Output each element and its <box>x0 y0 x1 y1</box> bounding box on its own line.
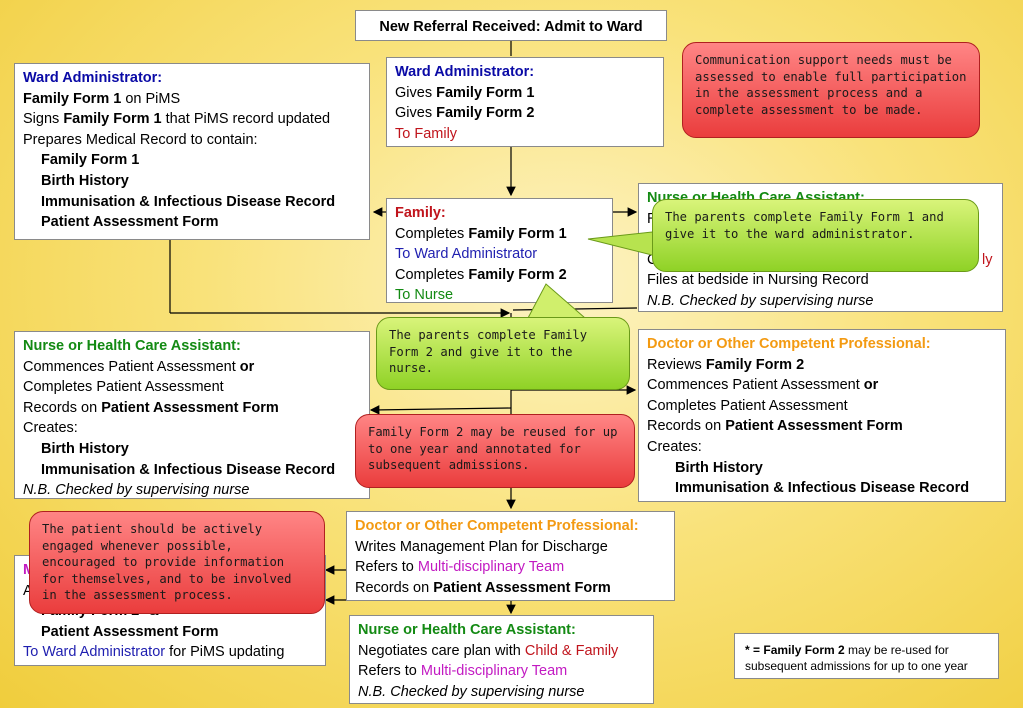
doctor-right-item: Birth History <box>675 459 763 476</box>
ward-admin-left-line1a: Family Form 1 <box>23 90 122 107</box>
nurse-left-line3b: Patient Assessment Form <box>101 399 279 416</box>
family-line4: To Nurse <box>395 287 454 303</box>
nurse-bottom-box: Nurse or Health Care Assistant: Negotiat… <box>349 615 654 704</box>
page-title: New Referral Received: Admit to Ward <box>355 10 667 41</box>
ward-admin-center-line2b: Family Form 2 <box>436 105 535 122</box>
doctor-right-item: Immunisation & Infectious Disease Record <box>675 480 970 497</box>
ward-admin-left-item: Family Form 1 <box>41 152 140 169</box>
ward-admin-left-item: Immunisation & Infectious Disease Record <box>41 193 336 210</box>
doctor-right-line4a: Records on <box>647 418 726 435</box>
family-heading: Family: <box>395 205 446 221</box>
nurse-left-line5: N.B. Checked by supervising nurse <box>23 482 250 499</box>
ward-admin-center-line3: To Family <box>395 125 458 142</box>
doctor-right-heading: Doctor or Other Competent Professional: <box>647 336 931 352</box>
doctor-right-line2a: Commences Patient Assessment <box>647 377 864 394</box>
family-line3b: Family Form 2 <box>468 266 567 283</box>
doctor-right-box: Doctor or Other Competent Professional: … <box>638 329 1006 502</box>
bottom-left-line4a: To Ward Administrator <box>23 644 166 661</box>
doctor-right-line1b: Family Form 2 <box>705 356 805 373</box>
footnote-prefix: * = <box>745 643 764 657</box>
ward-admin-center-line2a: Gives <box>395 105 437 122</box>
nurse-bottom-line2a: Refers to <box>358 663 421 680</box>
nurse-bottom-line3: N.B. Checked by supervising nurse <box>358 683 585 700</box>
nurse-bottom-line1b: Child & Family <box>524 642 619 659</box>
ward-admin-left-line2a: Signs <box>23 111 64 128</box>
bottom-left-line1: A <box>23 582 33 599</box>
nurse-bottom-line2b: Multi-disciplinary Team <box>420 663 568 680</box>
bottom-left-line3: Patient Assessment Form <box>41 623 219 640</box>
engagement-note: The patient should be actively engaged w… <box>29 511 325 614</box>
doctor-center-line2b: Multi-disciplinary Team <box>417 559 565 576</box>
nurse-right-line5: N.B. Checked by supervising nurse <box>647 292 874 309</box>
family-line1a: Completes <box>395 225 469 242</box>
bottom-left-line4b: for PiMS updating <box>165 644 285 661</box>
nurse-left-line1b: or <box>239 358 255 375</box>
doctor-center-box: Doctor or Other Competent Professional: … <box>346 511 675 601</box>
nurse-right-line3-suffix: ly <box>982 251 993 268</box>
ward-administrator-center-box: Ward Administrator: Gives Family Form 1 … <box>386 57 664 147</box>
family-box: Family: Completes Family Form 1 To Ward … <box>386 198 613 303</box>
doctor-center-line3b: Patient Assessment Form <box>433 579 611 596</box>
nurse-left-line3a: Records on <box>23 399 102 416</box>
doctor-right-line5: Creates: <box>647 438 702 455</box>
footnote-text: may be re-used for subsequent admissions… <box>745 643 968 673</box>
nurse-left-box: Nurse or Health Care Assistant: Commence… <box>14 331 370 499</box>
communication-note: Communication support needs must be asse… <box>682 42 980 138</box>
nurse-bottom-heading: Nurse or Health Care Assistant: <box>358 622 576 638</box>
nurse-left-item: Birth History <box>41 440 129 457</box>
ward-admin-left-item: Birth History <box>41 172 129 189</box>
ward-admin-left-item: Patient Assessment Form <box>41 214 219 231</box>
doctor-center-heading: Doctor or Other Competent Professional: <box>355 518 639 534</box>
doctor-right-line2b: or <box>863 377 879 394</box>
form1-callout: The parents complete Family Form 1 and g… <box>652 199 979 272</box>
family-line1b: Family Form 1 <box>468 225 567 242</box>
doctor-right-line3: Completes Patient Assessment <box>647 397 848 414</box>
ward-admin-center-line1a: Gives <box>395 84 437 101</box>
nurse-left-line4: Creates: <box>23 420 78 437</box>
ward-admin-center-heading: Ward Administrator: <box>395 64 535 80</box>
reuse-note: Family Form 2 may be reused for up to on… <box>355 414 635 488</box>
doctor-right-line1a: Reviews <box>647 356 706 373</box>
ward-admin-left-line2c: that PiMS record updated <box>161 111 331 128</box>
ward-admin-left-line2b: Family Form 1 <box>63 111 162 128</box>
ward-admin-left-heading: Ward Administrator: <box>23 70 163 86</box>
nurse-left-line1a: Commences Patient Assessment <box>23 358 240 375</box>
nurse-bottom-line1a: Negotiates care plan with <box>358 642 525 659</box>
family-line2: To Ward Administrator <box>395 246 538 263</box>
footnote-form: Family Form 2 <box>763 643 845 657</box>
nurse-left-item: Immunisation & Infectious Disease Record <box>41 461 336 478</box>
ward-admin-left-line1b: on PiMS <box>121 90 181 107</box>
nurse-left-line2: Completes Patient Assessment <box>23 379 224 396</box>
doctor-center-line1: Writes Management Plan for Discharge <box>355 538 608 555</box>
doctor-center-line2a: Refers to <box>355 559 418 576</box>
ward-admin-left-line3: Prepares Medical Record to contain: <box>23 131 258 148</box>
nurse-right-line4: Files at bedside in Nursing Record <box>647 272 869 289</box>
family-line3a: Completes <box>395 266 469 283</box>
ward-administrator-left-box: Ward Administrator: Family Form 1 on PiM… <box>14 63 370 240</box>
nurse-left-heading: Nurse or Health Care Assistant: <box>23 338 241 354</box>
doctor-right-line4b: Patient Assessment Form <box>725 418 903 435</box>
doctor-center-line3a: Records on <box>355 579 434 596</box>
footnote-box: * = Family Form 2 may be re-used for sub… <box>734 633 999 679</box>
form2-callout: The parents complete Family Form 2 and g… <box>376 317 630 390</box>
ward-admin-center-line1b: Family Form 1 <box>436 84 535 101</box>
